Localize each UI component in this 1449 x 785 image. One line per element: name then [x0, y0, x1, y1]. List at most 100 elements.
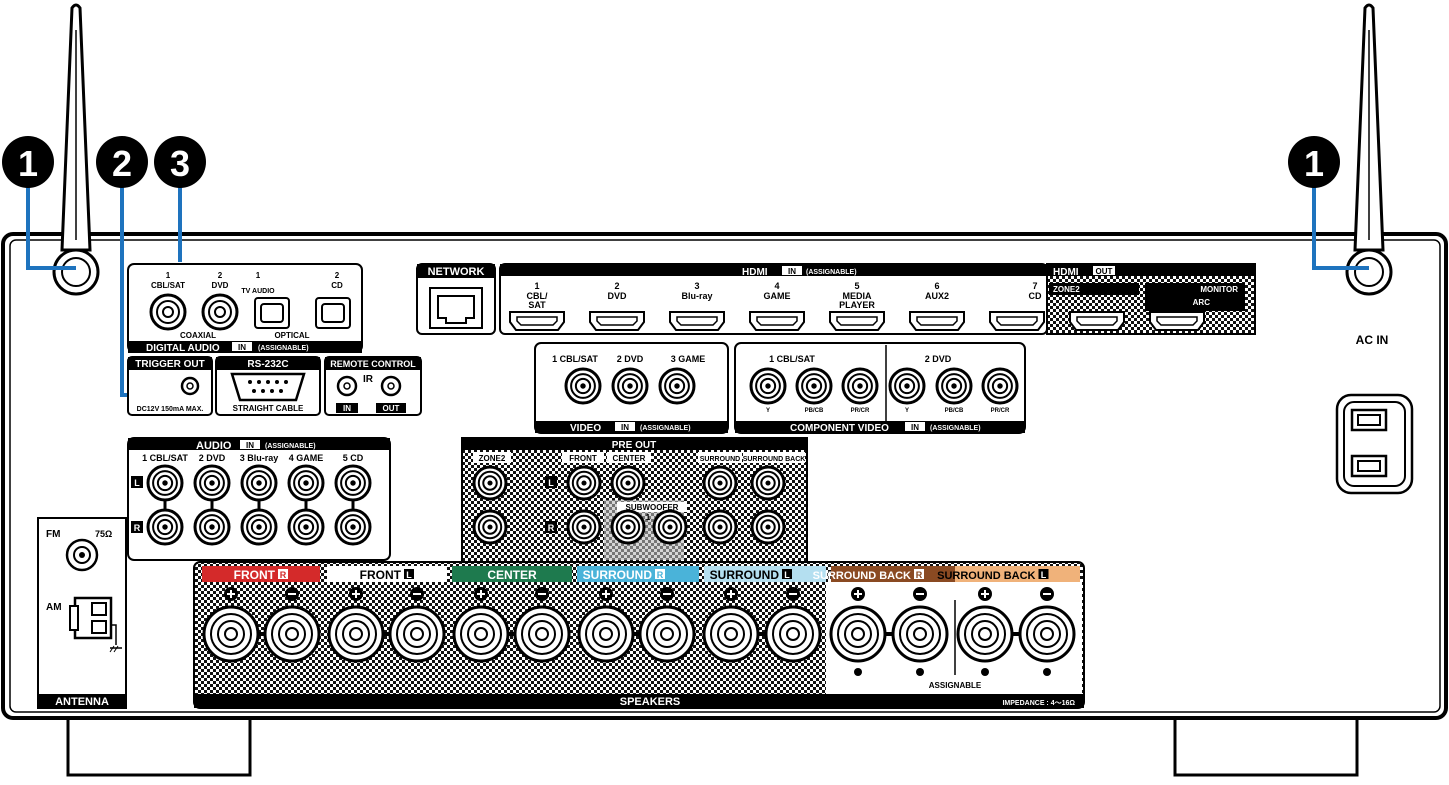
- coaxial-jack-1[interactable]: [149, 293, 187, 331]
- audio-jack-r-1[interactable]: [146, 508, 184, 546]
- audio-jack-l-2[interactable]: [193, 464, 231, 502]
- hdmi-in-port-5[interactable]: [829, 311, 885, 331]
- svg-text:NETWORK: NETWORK: [428, 266, 485, 278]
- component-jack-6[interactable]: [981, 367, 1019, 405]
- audio-jack-l-3[interactable]: [240, 464, 278, 502]
- preout-jack-2[interactable]: [472, 509, 508, 545]
- remote-out-jack[interactable]: [380, 375, 402, 397]
- speaker-terminal-3-minus[interactable]: [513, 587, 571, 663]
- fm-antenna-jack[interactable]: [65, 538, 99, 572]
- svg-text:DC12V 150mA MAX.: DC12V 150mA MAX.: [137, 406, 204, 413]
- svg-text:IN: IN: [788, 267, 796, 276]
- speaker-terminal-2-plus[interactable]: [327, 587, 385, 663]
- hdmi-in-name2: SAT: [528, 300, 546, 310]
- hdmi-out-monitor-port[interactable]: [1149, 311, 1205, 331]
- video-jack-3[interactable]: [658, 367, 696, 405]
- component-jack-4[interactable]: [888, 367, 926, 405]
- video-jack-1[interactable]: [564, 367, 602, 405]
- audio-jack-r-4[interactable]: [287, 508, 325, 546]
- audio-jack-r-3[interactable]: [240, 508, 278, 546]
- preout-jack-4[interactable]: [566, 509, 602, 545]
- video-jack-2[interactable]: [611, 367, 649, 405]
- optical-jack-1[interactable]: [254, 297, 290, 329]
- speaker-side-badge: [914, 569, 924, 579]
- preout-jack-3[interactable]: [566, 465, 602, 501]
- hdmi-in-num: 4: [774, 281, 779, 291]
- svg-text:IN: IN: [238, 343, 246, 352]
- rs232c-port[interactable]: [230, 372, 306, 402]
- ac-inlet[interactable]: [1335, 393, 1414, 495]
- svg-text:OUT: OUT: [383, 404, 400, 413]
- remote-control-section: REMOTE CONTROL IR IN OUT: [324, 356, 422, 416]
- svg-text:(ASSIGNABLE): (ASSIGNABLE): [258, 345, 309, 352]
- hdmi-in-port-2[interactable]: [589, 311, 645, 331]
- preout-jack-1[interactable]: [472, 465, 508, 501]
- component-video-section: COMPONENT VIDEO IN (ASSIGNABLE) 1 CBL/SA…: [734, 342, 1026, 434]
- component-jack-1[interactable]: [749, 367, 787, 405]
- pre-out-section: PRE OUT ZONE2 FRONT CENTER SURROUND SURR…: [461, 437, 808, 563]
- component-jack-label: PB/CB: [945, 408, 964, 414]
- remote-in-jack[interactable]: [336, 375, 358, 397]
- antenna-right[interactable]: [1345, 3, 1393, 296]
- speaker-terminal-2-minus[interactable]: [388, 587, 446, 663]
- rs232c-section: RS-232C STRAIGHT CABLE: [215, 356, 321, 416]
- svg-text:L: L: [548, 478, 554, 488]
- speaker-terminal-7-plus[interactable]: [956, 587, 1014, 676]
- speaker-terminal-6-plus[interactable]: [829, 587, 887, 676]
- preout-jack-6[interactable]: [702, 465, 738, 501]
- speaker-terminal-7-minus[interactable]: [1018, 587, 1076, 676]
- svg-text:R: R: [548, 523, 555, 533]
- hdmi-in-port-7[interactable]: [989, 311, 1045, 331]
- subwoofer-jack-1[interactable]: [610, 509, 646, 545]
- hdmi-in-num: 5: [854, 281, 859, 291]
- speaker-side-badge: [1038, 569, 1049, 579]
- svg-text:ASSIGNABLE: ASSIGNABLE: [929, 681, 982, 690]
- hdmi-in-port-4[interactable]: [749, 311, 805, 331]
- hdmi-out-zone2-port[interactable]: [1069, 311, 1125, 331]
- am-antenna-terminal[interactable]: [69, 596, 122, 653]
- audio-jack-l-1[interactable]: [146, 464, 184, 502]
- preout-jack-8[interactable]: [750, 465, 786, 501]
- speaker-terminal-5-plus[interactable]: [702, 587, 760, 663]
- hdmi-in-name2: PLAYER: [839, 300, 875, 310]
- preout-jack-5[interactable]: [610, 465, 646, 501]
- svg-text:IR: IR: [363, 374, 374, 385]
- hdmi-in-port-6[interactable]: [909, 311, 965, 331]
- optical-jack-2[interactable]: [315, 297, 351, 329]
- speaker-terminal-4-plus[interactable]: [577, 587, 635, 663]
- audio-jack-l-5[interactable]: [334, 464, 372, 502]
- ethernet-port[interactable]: [429, 287, 483, 329]
- hdmi-in-port-1[interactable]: [509, 311, 565, 331]
- antenna-left[interactable]: [52, 3, 100, 296]
- svg-text:L: L: [134, 478, 140, 488]
- speaker-terminal-6-minus[interactable]: [891, 587, 949, 676]
- speaker-terminal-1-minus[interactable]: [263, 587, 321, 663]
- component-jack-label: Y: [905, 408, 909, 414]
- hdmi-in-name: CD: [1029, 291, 1042, 301]
- svg-text:CENTER: CENTER: [613, 454, 646, 463]
- speaker-channel-side: L: [784, 570, 790, 580]
- preout-jack-9[interactable]: [750, 509, 786, 545]
- speaker-terminal-5-minus[interactable]: [764, 587, 822, 663]
- component-jack-2[interactable]: [795, 367, 833, 405]
- hdmi-in-port-3[interactable]: [669, 311, 725, 331]
- audio-jack-l-4[interactable]: [287, 464, 325, 502]
- component-jack-3[interactable]: [841, 367, 879, 405]
- coaxial-jack-2[interactable]: [201, 293, 239, 331]
- speaker-terminal-3-plus[interactable]: [452, 587, 510, 663]
- audio-jack-r-2[interactable]: [193, 508, 231, 546]
- speaker-terminal-4-minus[interactable]: [638, 587, 696, 663]
- svg-text:SUBWOOFER: SUBWOOFER: [626, 503, 679, 512]
- component-jack-5[interactable]: [935, 367, 973, 405]
- svg-text:(ASSIGNABLE): (ASSIGNABLE): [640, 425, 691, 432]
- trigger-out-jack[interactable]: [180, 376, 200, 396]
- preout-jack-7[interactable]: [702, 509, 738, 545]
- subwoofer-jack-2[interactable]: [652, 509, 688, 545]
- speaker-terminal-1-plus[interactable]: [202, 587, 260, 663]
- svg-text:(ASSIGNABLE): (ASSIGNABLE): [806, 269, 857, 276]
- audio-jack-r-5[interactable]: [334, 508, 372, 546]
- svg-text:2 DVD: 2 DVD: [925, 354, 952, 364]
